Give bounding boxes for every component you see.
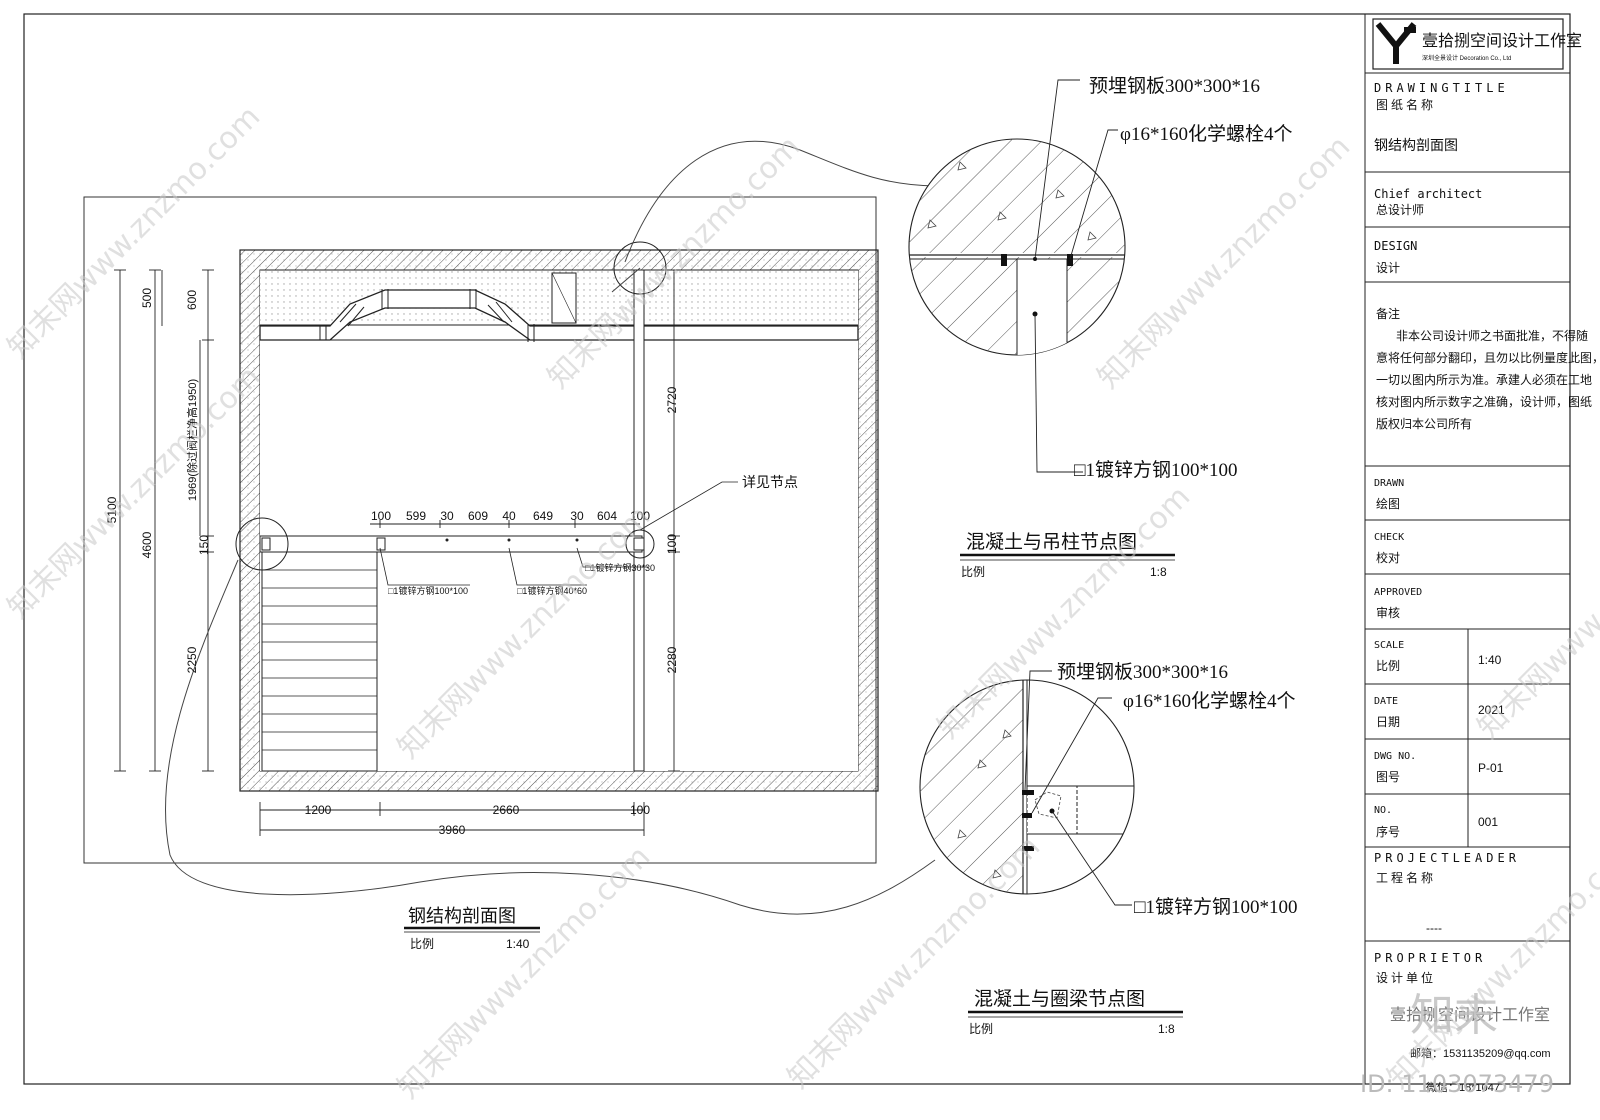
tb-notes-title: 备注 [1376, 306, 1400, 321]
tb-proprietor-cn: 设计单位 [1376, 970, 1436, 985]
detail-bottom-label-plate: 预埋钢板300*300*16 [1057, 661, 1228, 683]
beam-dim-3: 609 [468, 509, 488, 523]
tb-notes-line-1: 非本公司设计师之书面批准，不得随 [1396, 328, 1588, 343]
dim-2280: 2280 [665, 646, 679, 673]
tb-project-value: ---- [1426, 921, 1442, 935]
section-title: 钢结构剖面图 [408, 906, 516, 926]
detail-top-scale-value: 1:8 [1150, 565, 1167, 579]
tb-no-cn: 序号 [1376, 824, 1400, 839]
tb-notes-line-5: 版权归本公司所有 [1376, 417, 1472, 431]
tb-date-en: DATE [1374, 696, 1398, 707]
watermark-text-1: 知末网www.znzmo.com [1, 99, 267, 365]
beam-dim-5: 649 [533, 509, 553, 523]
tb-scale-cn: 比例 [1376, 659, 1400, 673]
tb-scale-en: SCALE [1374, 640, 1404, 651]
dim-4600: 4600 [140, 531, 154, 558]
tb-date-value: 2021 [1478, 703, 1505, 717]
bottom-dim-1200: 1200 [305, 803, 332, 817]
detail-bottom-label-bolt: φ16*160化学螺栓4个 [1123, 690, 1295, 712]
dim-600: 600 [185, 290, 199, 310]
tb-check-en: CHECK [1374, 532, 1404, 543]
watermark-logo: 知末 [1410, 990, 1498, 1041]
dim-5100: 5100 [105, 496, 119, 523]
detail-bottom-scale-value: 1:8 [1158, 1022, 1175, 1036]
beam-dim-0: 100 [371, 509, 391, 523]
tb-notes-line-3: 一切以图内所示为准。承建人必须在工地 [1376, 373, 1592, 387]
bottom-dim-2660: 2660 [493, 803, 520, 817]
tb-wechat: 微信：18*1047 [1426, 1080, 1500, 1094]
member-label-30x30: □1镀锌方钢30*30 [585, 562, 655, 573]
detail-top-scale-label: 比例 [961, 565, 985, 579]
section-drawing [83, 140, 936, 915]
watermark-text-10: 知末网www.znzmo.com [1471, 479, 1600, 745]
dim-2250: 2250 [185, 646, 199, 673]
bottom-dim-3960: 3960 [439, 823, 466, 837]
title-block [1364, 13, 1571, 1085]
tb-dwg-en: DWG NO. [1374, 751, 1416, 762]
watermark-text-5: 知末网www.znzmo.com [391, 839, 657, 1105]
beam-dim-8: 100 [630, 509, 650, 523]
company-subname: 深圳全景设计 Decoration Co., Ltd [1422, 54, 1511, 62]
tb-drawing-name: 钢结构剖面图 [1374, 137, 1458, 153]
company-name: 壹拾捌空间设计工作室 [1422, 32, 1582, 50]
detail-top-title: 混凝土与吊柱节点图 [966, 531, 1137, 553]
tb-design-cn: 设计 [1376, 261, 1400, 275]
tb-approved-en: APPROVED [1374, 587, 1422, 598]
tb-project-cn: 工程名称 [1376, 870, 1436, 885]
dim-500: 500 [140, 288, 154, 308]
tb-dwg-value: P-01 [1478, 761, 1504, 775]
tb-drawn-en: DRAWN [1374, 478, 1404, 489]
tb-scale-value: 1:40 [1478, 653, 1502, 667]
tb-drawing-title-cn: 图纸名称 [1376, 97, 1436, 112]
section-scale-value: 1:40 [506, 937, 530, 951]
member-label-40x60: □1镀锌方钢40*60 [517, 585, 587, 596]
watermark-text-6: 知末网www.znzmo.com [781, 829, 1047, 1095]
tb-chief-en: Chief architect [1374, 187, 1482, 201]
watermark-id: ID: 1103073479 [1360, 1070, 1554, 1098]
tb-design-en: DESIGN [1374, 239, 1417, 253]
tb-date-cn: 日期 [1376, 715, 1400, 729]
detail-bottom-label-steel: □1镀锌方钢100*100 [1134, 896, 1297, 918]
tb-no-en: NO. [1374, 805, 1392, 816]
dim-1969: 1969(除过阀栏净高1950) [185, 379, 199, 501]
detail-bottom-drawing [919, 670, 1135, 906]
beam-dim-2: 30 [440, 509, 454, 523]
tb-proprietor-en: PROPRIETOR [1374, 951, 1486, 965]
tb-project-en: PROJECTLEADER [1374, 851, 1520, 865]
detail-bottom-scale-label: 比例 [969, 1022, 993, 1036]
detail-top-label-steel: □1镀锌方钢100*100 [1074, 459, 1237, 481]
detail-callout: 详见节点 [742, 474, 798, 490]
tb-email: 邮箱：1531135209@qq.com [1410, 1046, 1551, 1060]
beam-dim-7: 604 [597, 509, 617, 523]
tb-proprietor-value: 壹拾捌空间设计工作室 [1390, 1006, 1550, 1024]
bottom-dim-100: 100 [630, 803, 650, 817]
detail-top-label-bolt: φ16*160化学螺栓4个 [1120, 123, 1292, 145]
tb-no-value: 001 [1478, 815, 1498, 829]
dim-100-right: 100 [665, 534, 679, 554]
tb-approved-cn: 审核 [1376, 605, 1400, 620]
member-label-100x100: □1镀锌方钢100*100 [388, 585, 468, 596]
tb-dwg-cn: 图号 [1376, 770, 1400, 784]
beam-dim-1: 599 [406, 509, 426, 523]
watermark-text-8: 知末网www.znzmo.com [1091, 129, 1357, 395]
detail-top-label-plate: 预埋钢板300*300*16 [1089, 75, 1260, 97]
detail-top-drawing [908, 79, 1126, 473]
tb-notes-line-4: 核对图内所示数字之准确，设计师，图纸 [1376, 394, 1592, 409]
tb-chief-cn: 总设计师 [1376, 203, 1424, 217]
tb-notes-line-2: 意将任何部分翻印，且勿以比例量度此图， [1376, 350, 1600, 365]
company-logo [1375, 22, 1417, 64]
tb-check-cn: 校对 [1376, 550, 1400, 565]
dim-2720: 2720 [665, 386, 679, 413]
dim-150: 150 [197, 535, 211, 555]
beam-dim-4: 40 [502, 509, 516, 523]
section-scale-label: 比例 [410, 937, 434, 951]
detail-bottom-title: 混凝土与圈梁节点图 [974, 988, 1145, 1010]
tb-drawing-title-en: DRAWINGTITLE [1374, 81, 1509, 95]
beam-dim-6: 30 [570, 509, 584, 523]
tb-drawn-cn: 绘图 [1376, 496, 1400, 511]
